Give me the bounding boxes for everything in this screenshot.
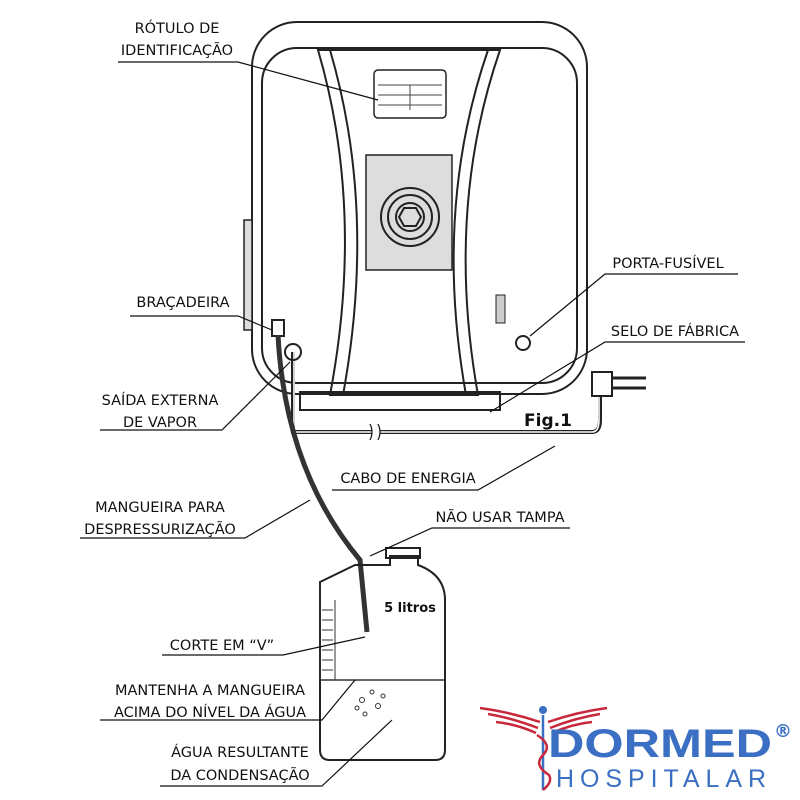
label-mangueira: MANGUEIRA PARA [95, 500, 225, 516]
label-mangueira-2: DESPRESSURIZAÇÃO [84, 521, 236, 538]
label-corte: CORTE EM “V” [170, 638, 274, 654]
power-plug [591, 371, 646, 397]
logo-subtitle: HOSPITALAR [556, 765, 766, 793]
label-nao-usar: NÃO USAR TAMPA [435, 509, 564, 526]
factory-seal [495, 294, 506, 324]
sterilizer-body [243, 21, 588, 411]
label-selo: SELO DE FÁBRICA [611, 323, 739, 340]
label-mantenha-2: ACIMA DO NÍVEL DA ÁGUA [114, 704, 306, 721]
label-rotulo-2: IDENTIFICAÇÃO [121, 42, 233, 59]
logo-registered: ® [774, 721, 792, 742]
label-saida: SAÍDA EXTERNA [102, 392, 219, 409]
logo-brand: DORMED [548, 722, 772, 766]
label-rotulo: RÓTULO DE [135, 19, 220, 37]
water-jug [319, 547, 446, 761]
label-agua-2: DA CONDENSAÇÃO [170, 767, 309, 784]
label-bracadeira: BRAÇADEIRA [136, 295, 229, 311]
jug-capacity: 5 litros [384, 601, 436, 616]
label-cabo: CABO DE ENERGIA [340, 471, 475, 487]
caduceus-icon [479, 706, 608, 791]
label-porta-fusivel: PORTA-FUSÍVEL [612, 255, 723, 272]
dormed-logo: DORMED ® HOSPITALAR [479, 706, 792, 793]
label-agua: ÁGUA RESULTANTE [171, 744, 309, 761]
label-mantenha: MANTENHA A MANGUEIRA [115, 683, 305, 699]
clamp [271, 319, 285, 337]
label-saida-2: DE VAPOR [123, 415, 197, 431]
figure-caption: Fig.1 [524, 411, 572, 431]
fuse-holder [515, 335, 531, 351]
